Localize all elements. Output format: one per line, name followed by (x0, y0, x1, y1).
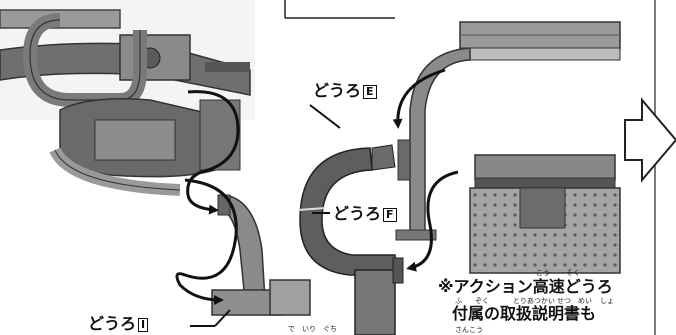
road-i-letter: I (138, 317, 149, 332)
road-track-upper-right (395, 21, 621, 241)
road-f-text: どうろ (333, 204, 382, 223)
mei-ruby: めい (578, 297, 592, 305)
deiriguchi-ruby: で いり ぐち (288, 325, 337, 333)
road-e-letter: E (363, 84, 377, 99)
sho-ruby: しょ (600, 297, 614, 305)
setsu-ruby: せつ (557, 297, 571, 305)
curved-arrow-icon (175, 68, 459, 305)
road-e-text: どうろ (313, 81, 362, 100)
soku-ruby: そく (566, 269, 580, 277)
road-piece-e-f (297, 144, 404, 335)
road-f-letter: F (383, 207, 397, 222)
note-line-1: ※アクション高速どうろ (438, 277, 613, 296)
machine-assembly (0, 0, 255, 196)
toriatsukai-ruby: とりあつかい (513, 297, 555, 305)
road-piece-i (211, 194, 311, 316)
zoku-ruby: ぞく (475, 297, 489, 305)
note-line-2: 付属の取扱説明書も (452, 304, 597, 323)
sankou-ruby: さんこう (455, 326, 483, 334)
right-arrow-icon (624, 97, 676, 183)
kou-ruby: こう (536, 269, 550, 277)
fu-ruby: ふ (455, 297, 462, 305)
pegboard-panel (469, 154, 621, 274)
road-i-text: どうろ (88, 314, 137, 333)
